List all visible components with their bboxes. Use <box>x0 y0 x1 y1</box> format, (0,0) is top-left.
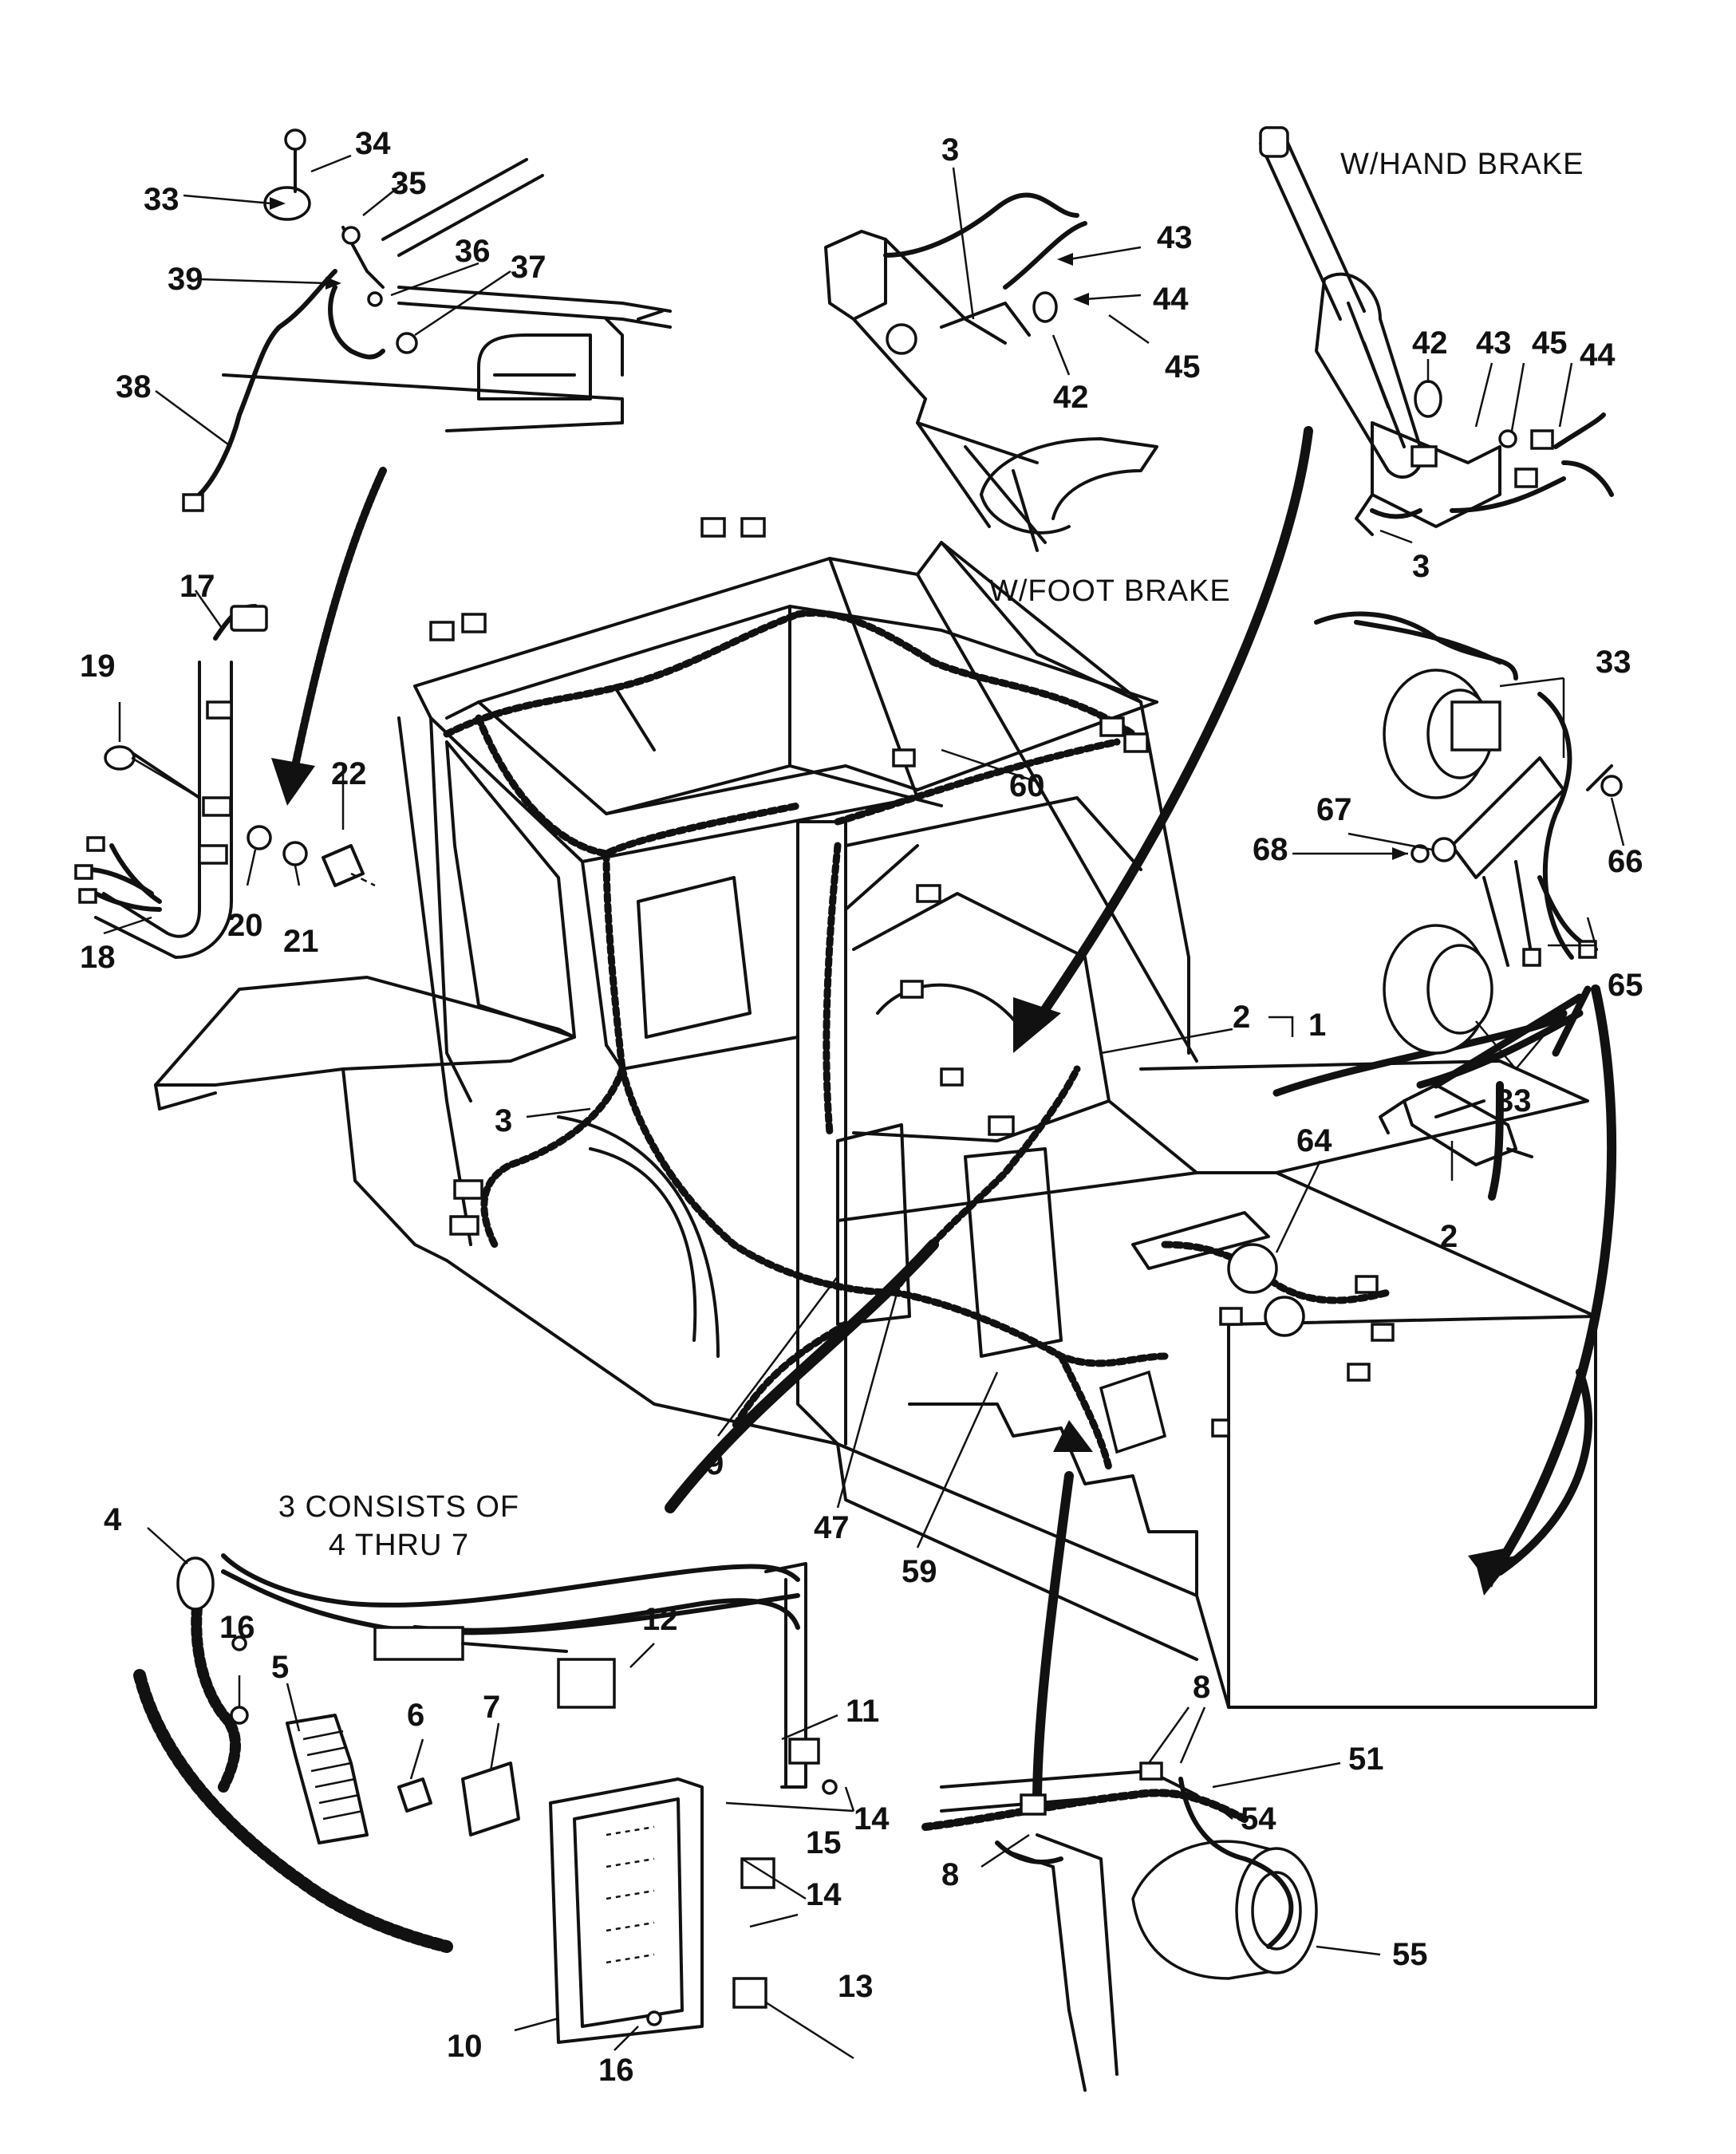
hand-brake-inset <box>1259 126 1614 536</box>
callout-2-relay: 2 <box>1440 1219 1458 1254</box>
consists-caption-line1: 3 CONSISTS OF <box>278 1490 520 1524</box>
callout-16-bottom: 16 <box>598 2053 634 2088</box>
callout-7: 7 <box>483 1690 501 1725</box>
callout-44-foot-brake: 44 <box>1153 282 1189 317</box>
callout-18: 18 <box>80 940 116 975</box>
callout-47: 47 <box>814 1510 850 1545</box>
callout-39: 39 <box>168 262 203 297</box>
callout-45-foot-brake: 45 <box>1165 349 1201 385</box>
callout-43-foot-brake: 43 <box>1157 220 1193 255</box>
callout-33-switch: 33 <box>144 182 180 217</box>
callout-3-foot-brake: 3 <box>941 132 960 168</box>
callout-14-bottom: 14 <box>806 1877 842 1912</box>
callout-51: 51 <box>1348 1742 1384 1777</box>
callout-9: 9 <box>706 1446 724 1481</box>
callout-12: 12 <box>642 1602 678 1637</box>
callout-15: 15 <box>806 1825 842 1860</box>
consists-of-caption: 3 CONSISTS OF 4 THRU 7 <box>263 1488 535 1564</box>
callout-13: 13 <box>838 1969 874 2004</box>
callout-42-hand-brake: 42 <box>1412 325 1448 361</box>
callout-38: 38 <box>116 369 152 404</box>
callout-67: 67 <box>1316 792 1352 827</box>
callout-36: 36 <box>455 234 491 269</box>
relay-2 <box>1379 1083 1533 1166</box>
callout-66: 66 <box>1608 844 1643 879</box>
callout-44-hand-brake: 44 <box>1580 337 1616 373</box>
callout-3-hand-brake: 3 <box>1412 549 1430 584</box>
foot-brake-caption: W/FOOT BRAKE <box>989 574 1231 608</box>
callout-8-top: 8 <box>1193 1670 1211 1705</box>
callout-42-foot-brake: 42 <box>1053 380 1089 415</box>
callout-59: 59 <box>902 1554 937 1589</box>
callout-2-harness: 2 <box>1233 1000 1251 1035</box>
switch-bracket-inset <box>182 128 672 512</box>
consists-caption-line2: 4 THRU 7 <box>328 1529 470 1562</box>
callout-22: 22 <box>331 756 367 791</box>
callout-20: 20 <box>227 908 263 943</box>
callout-33-horn-bottom: 33 <box>1496 1083 1532 1118</box>
starter-motor-inset <box>921 1761 1318 2092</box>
callout-43-hand-brake: 43 <box>1476 325 1512 361</box>
callout-55: 55 <box>1392 1937 1428 1972</box>
callout-6: 6 <box>407 1698 425 1733</box>
callout-8-bottom: 8 <box>941 1857 960 1892</box>
pointer-arrows <box>271 426 1617 1808</box>
callout-33-horn-top: 33 <box>1596 645 1631 680</box>
callout-16-top: 16 <box>219 1610 255 1645</box>
horn-inset <box>1314 611 1623 1055</box>
callout-4: 4 <box>104 1502 122 1537</box>
callout-1: 1 <box>1308 1008 1327 1043</box>
callout-21: 21 <box>283 924 319 959</box>
callout-54: 54 <box>1241 1801 1276 1836</box>
leader-lines <box>103 154 1625 2060</box>
callout-37: 37 <box>511 250 546 285</box>
callout-11: 11 <box>846 1694 880 1729</box>
callout-3-cab: 3 <box>495 1103 513 1138</box>
hand-brake-caption: W/HAND BRAKE <box>1340 148 1584 181</box>
callout-5: 5 <box>271 1650 290 1685</box>
callout-68: 68 <box>1253 832 1288 867</box>
fuse-panel-inset <box>133 1553 838 2044</box>
foot-brake-inset <box>824 192 1158 552</box>
callout-19: 19 <box>80 649 116 684</box>
callout-45-hand-brake: 45 <box>1532 325 1568 361</box>
harness-bracket-inset <box>74 604 376 959</box>
callout-34: 34 <box>355 126 391 161</box>
callout-64: 64 <box>1296 1123 1332 1158</box>
callout-65: 65 <box>1608 968 1643 1003</box>
callout-60: 60 <box>1009 768 1045 803</box>
callout-14-top: 14 <box>854 1801 890 1836</box>
callout-35: 35 <box>391 166 427 201</box>
main-wiring-harness <box>429 517 1395 1472</box>
callout-10: 10 <box>447 2029 483 2064</box>
callout-17: 17 <box>180 569 215 604</box>
